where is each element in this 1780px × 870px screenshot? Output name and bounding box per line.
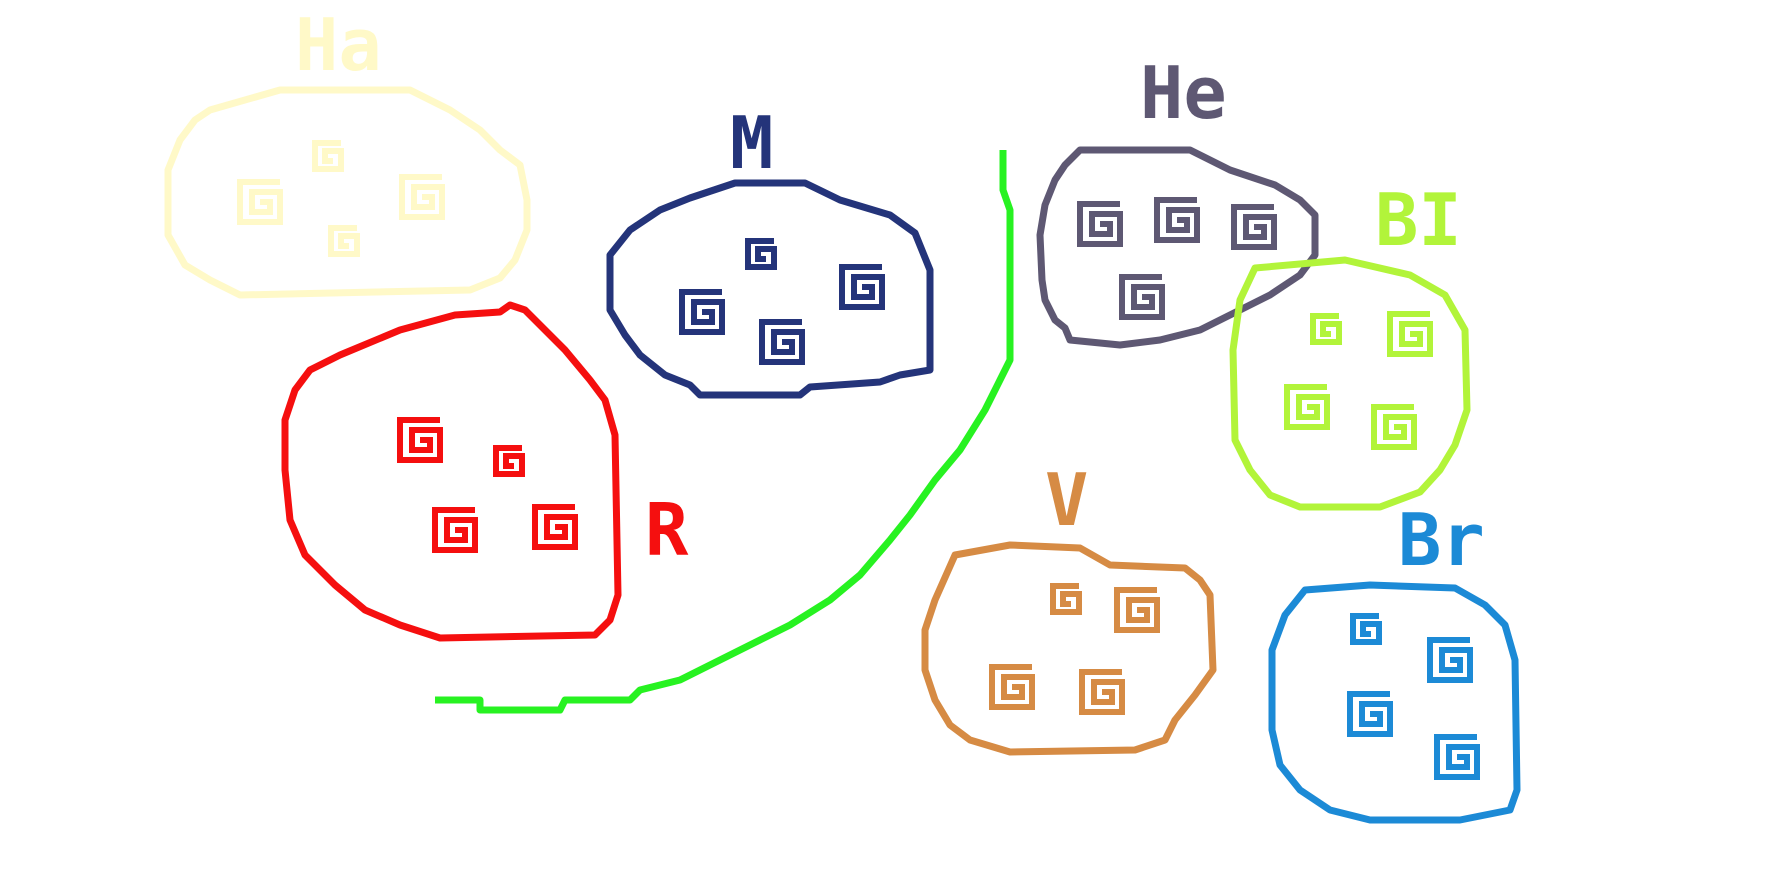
- spiral-icon: [1082, 672, 1122, 712]
- spiral-icon: [315, 143, 341, 169]
- spiral-icon: [1353, 616, 1379, 642]
- group-label-ha: Ha: [295, 3, 382, 87]
- spiral-icon: [1390, 314, 1430, 354]
- group-ha: Ha: [164, 3, 531, 299]
- group-m: M: [606, 101, 934, 399]
- spiral-icon: [1157, 200, 1197, 240]
- spiral-icon: [1374, 407, 1414, 447]
- spiral-icon: [682, 292, 722, 332]
- group-label-br: Br: [1398, 498, 1485, 582]
- spiral-icon: [402, 177, 442, 217]
- group-label-bi: BI: [1375, 178, 1462, 262]
- spiral-icon: [240, 182, 280, 222]
- spiral-icon: [1117, 590, 1157, 630]
- spiral-icon: [1080, 204, 1120, 244]
- group-v: V: [921, 458, 1217, 756]
- spiral-icon: [435, 510, 475, 550]
- spiral-icon: [1350, 694, 1390, 734]
- spiral-icon: [535, 507, 575, 547]
- group-bi: BI: [1229, 178, 1471, 511]
- group-label-r: R: [645, 488, 689, 572]
- group-he: He: [1036, 51, 1319, 349]
- group-label-v: V: [1045, 458, 1088, 542]
- spiral-icon: [1287, 387, 1327, 427]
- spiral-icon: [1122, 277, 1162, 317]
- spiral-icon: [1234, 207, 1274, 247]
- group-label-m: M: [730, 101, 773, 185]
- spiral-icon: [1430, 640, 1470, 680]
- spiral-icon: [762, 322, 802, 362]
- group-r: R: [281, 301, 689, 642]
- spiral-icon: [1437, 737, 1477, 777]
- spiral-icon: [748, 241, 774, 267]
- group-label-he: He: [1140, 51, 1227, 135]
- spiral-icon: [1053, 586, 1079, 612]
- spiral-icon: [992, 667, 1032, 707]
- divider-curve: [435, 150, 1014, 714]
- spiral-icon: [1313, 316, 1339, 342]
- spiral-icon: [496, 448, 522, 474]
- spiral-icon: [400, 420, 440, 460]
- group-br: Br: [1268, 498, 1521, 824]
- spiral-icon: [331, 228, 357, 254]
- spiral-icon: [842, 267, 882, 307]
